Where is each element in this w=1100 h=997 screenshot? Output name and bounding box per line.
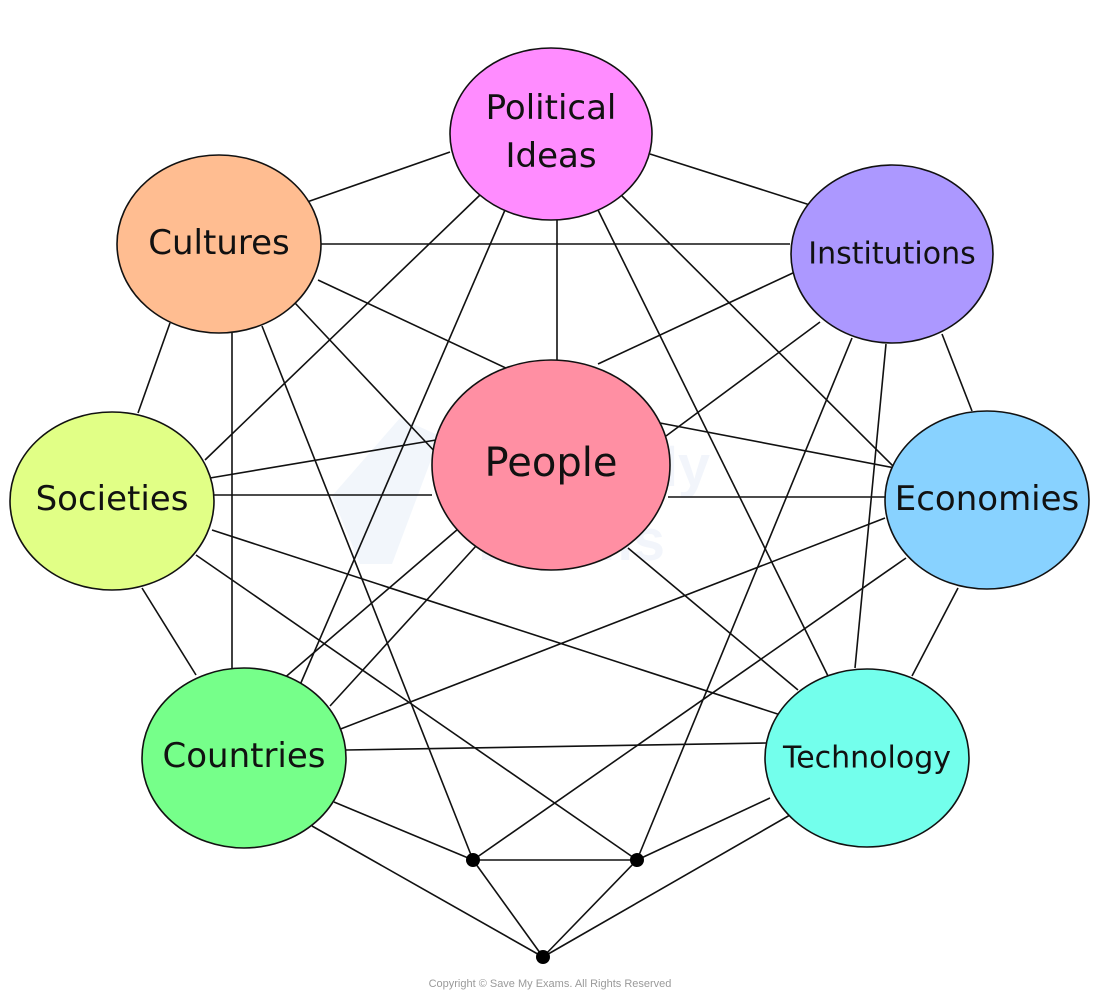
node-technology-shape bbox=[764, 668, 970, 848]
node-countries-label: Countries bbox=[162, 736, 325, 776]
copyright-notice: Copyright © Save My Exams. All Rights Re… bbox=[428, 978, 672, 990]
node-cultures: Cultures bbox=[116, 154, 322, 334]
edge-political-economies bbox=[621, 195, 896, 469]
edge-institutions-people-2 bbox=[665, 321, 821, 437]
edge-political-countries bbox=[299, 209, 506, 686]
edge-economies-countries bbox=[337, 517, 886, 731]
edge-political-societies bbox=[204, 194, 481, 461]
node-institutions: Institutions bbox=[790, 164, 994, 344]
node-countries: Countries bbox=[141, 667, 347, 849]
node-political-ideas-label-line-2: Ideas bbox=[505, 136, 596, 176]
edge-countries-technology bbox=[345, 742, 767, 751]
edge-people-countries-2 bbox=[329, 545, 477, 707]
node-economies-label: Economies bbox=[895, 479, 1080, 519]
edge-junction-2-junction-bottom bbox=[542, 859, 638, 958]
edge-institutions-people bbox=[597, 271, 796, 365]
node-cultures-shape bbox=[116, 154, 322, 334]
node-societies-shape bbox=[9, 411, 215, 591]
edge-societies-technology bbox=[211, 529, 797, 721]
edge-cultures-societies bbox=[137, 322, 171, 414]
node-technology: Technology bbox=[764, 668, 970, 848]
edge-institutions-junction-2 bbox=[636, 337, 853, 861]
node-political-ideas-shape bbox=[449, 47, 653, 221]
edge-economies-technology bbox=[911, 587, 959, 677]
node-economies: Economies bbox=[884, 410, 1090, 590]
node-people-shape bbox=[431, 359, 671, 571]
edge-political-technology bbox=[597, 209, 829, 677]
junction-point-bottom bbox=[536, 950, 550, 964]
node-countries-shape bbox=[141, 667, 347, 849]
edge-people-economies bbox=[659, 422, 896, 469]
edge-economies-junction-1 bbox=[472, 557, 907, 861]
node-people-label: People bbox=[485, 440, 618, 486]
junction-points bbox=[466, 853, 644, 964]
edge-people-countries bbox=[281, 528, 459, 681]
node-societies: Societies bbox=[9, 411, 215, 591]
edge-institutions-technology bbox=[854, 343, 887, 669]
node-cultures-label: Cultures bbox=[148, 223, 289, 263]
edge-countries-junction-1 bbox=[333, 801, 474, 861]
node-economies-shape bbox=[884, 410, 1090, 590]
edge-technology-junction-bottom bbox=[542, 814, 791, 958]
edge-political-institutions bbox=[649, 153, 811, 206]
edge-political-cultures bbox=[306, 151, 451, 203]
edge-people-technology bbox=[627, 547, 799, 691]
edge-societies-people bbox=[209, 439, 437, 479]
edge-countries-junction-bottom bbox=[311, 825, 544, 958]
edge-technology-junction-2 bbox=[636, 797, 771, 861]
node-political-ideas: Political Ideas bbox=[449, 47, 653, 221]
edge-cultures-people-2 bbox=[294, 302, 439, 456]
edge-societies-countries bbox=[141, 587, 197, 676]
watermark-logo-icon bbox=[332, 418, 440, 564]
junction-point-left bbox=[466, 853, 480, 867]
edge-societies-junction-2 bbox=[195, 554, 638, 861]
edge-cultures-junction-1 bbox=[261, 325, 474, 861]
node-technology-label: Technology bbox=[782, 741, 951, 776]
node-political-ideas-label-line-1: Political bbox=[486, 88, 617, 128]
node-institutions-label: Institutions bbox=[808, 237, 975, 272]
junction-point-right bbox=[630, 853, 644, 867]
node-people: People bbox=[431, 359, 671, 571]
edge-cultures-people bbox=[317, 279, 511, 371]
edge-junction-1-junction-bottom bbox=[472, 859, 544, 958]
edges bbox=[137, 151, 973, 958]
edge-institutions-economies bbox=[941, 333, 973, 412]
node-institutions-shape bbox=[790, 164, 994, 344]
node-societies-label: Societies bbox=[36, 479, 189, 519]
